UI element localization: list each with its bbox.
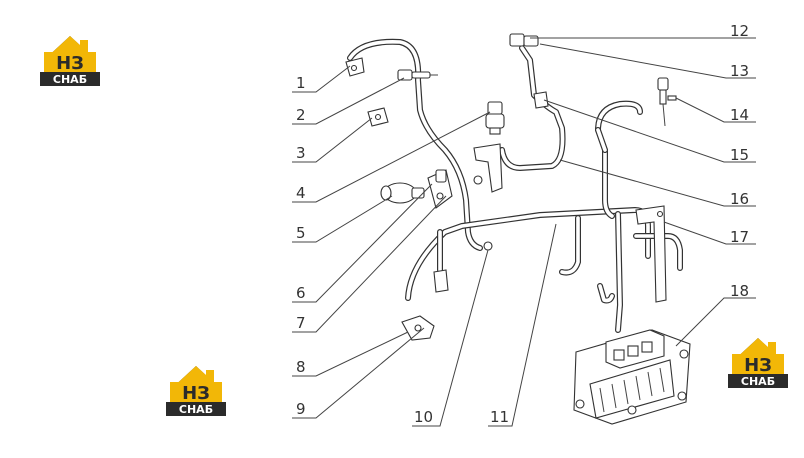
part-8-clamp — [433, 269, 449, 293]
callout-15: 15 — [730, 146, 749, 164]
logo-letters: НЗ — [744, 355, 772, 376]
part-10-nut — [483, 241, 493, 251]
part-9-sensor — [401, 315, 435, 341]
part-5-connector — [380, 182, 425, 204]
logo-word: СНАБ — [179, 403, 213, 416]
brand-logo-topleft: НЗ СНАБ — [40, 36, 100, 86]
part-15-clip — [533, 91, 549, 109]
brand-logo-bottomleft: НЗ СНАБ — [166, 366, 226, 416]
part-14-temp-sensor — [657, 77, 677, 127]
callout-1: 1 — [296, 74, 306, 92]
callout-14: 14 — [730, 106, 749, 124]
part-17-bracket — [635, 205, 667, 303]
logo-letters: НЗ — [56, 53, 84, 74]
callout-11: 11 — [490, 408, 509, 426]
logo-letters: НЗ — [182, 383, 210, 404]
part-2-sensor — [397, 69, 438, 81]
callout-7: 7 — [296, 314, 306, 332]
wiring-harness — [347, 38, 683, 333]
part-1-clip — [345, 57, 365, 77]
callout-10: 10 — [414, 408, 433, 426]
part-6-relay — [427, 169, 453, 209]
brand-logo-right: НЗ СНАБ — [728, 338, 788, 388]
callout-labels: 1 2 3 4 5 6 7 8 9 10 11 12 13 14 15 16 1… — [296, 22, 749, 426]
callout-5: 5 — [296, 224, 306, 242]
callout-17: 17 — [730, 228, 749, 246]
callout-16: 16 — [730, 190, 749, 208]
part-12-connector — [509, 33, 539, 47]
callout-18: 18 — [730, 282, 749, 300]
callout-12: 12 — [730, 22, 749, 40]
part-4-pressure-sensor — [485, 101, 505, 135]
part-3-bracket — [367, 107, 389, 127]
callout-3: 3 — [296, 144, 306, 162]
logo-word: СНАБ — [53, 73, 87, 86]
callout-2: 2 — [296, 106, 306, 124]
callout-6: 6 — [296, 284, 306, 302]
logo-word: СНАБ — [741, 375, 775, 388]
callout-4: 4 — [296, 184, 306, 202]
callout-8: 8 — [296, 358, 306, 376]
part-18-ecu — [573, 329, 691, 425]
part-16-bracket — [473, 143, 503, 193]
callout-13: 13 — [730, 62, 749, 80]
leader-lines — [292, 37, 756, 427]
callout-9: 9 — [296, 400, 306, 418]
